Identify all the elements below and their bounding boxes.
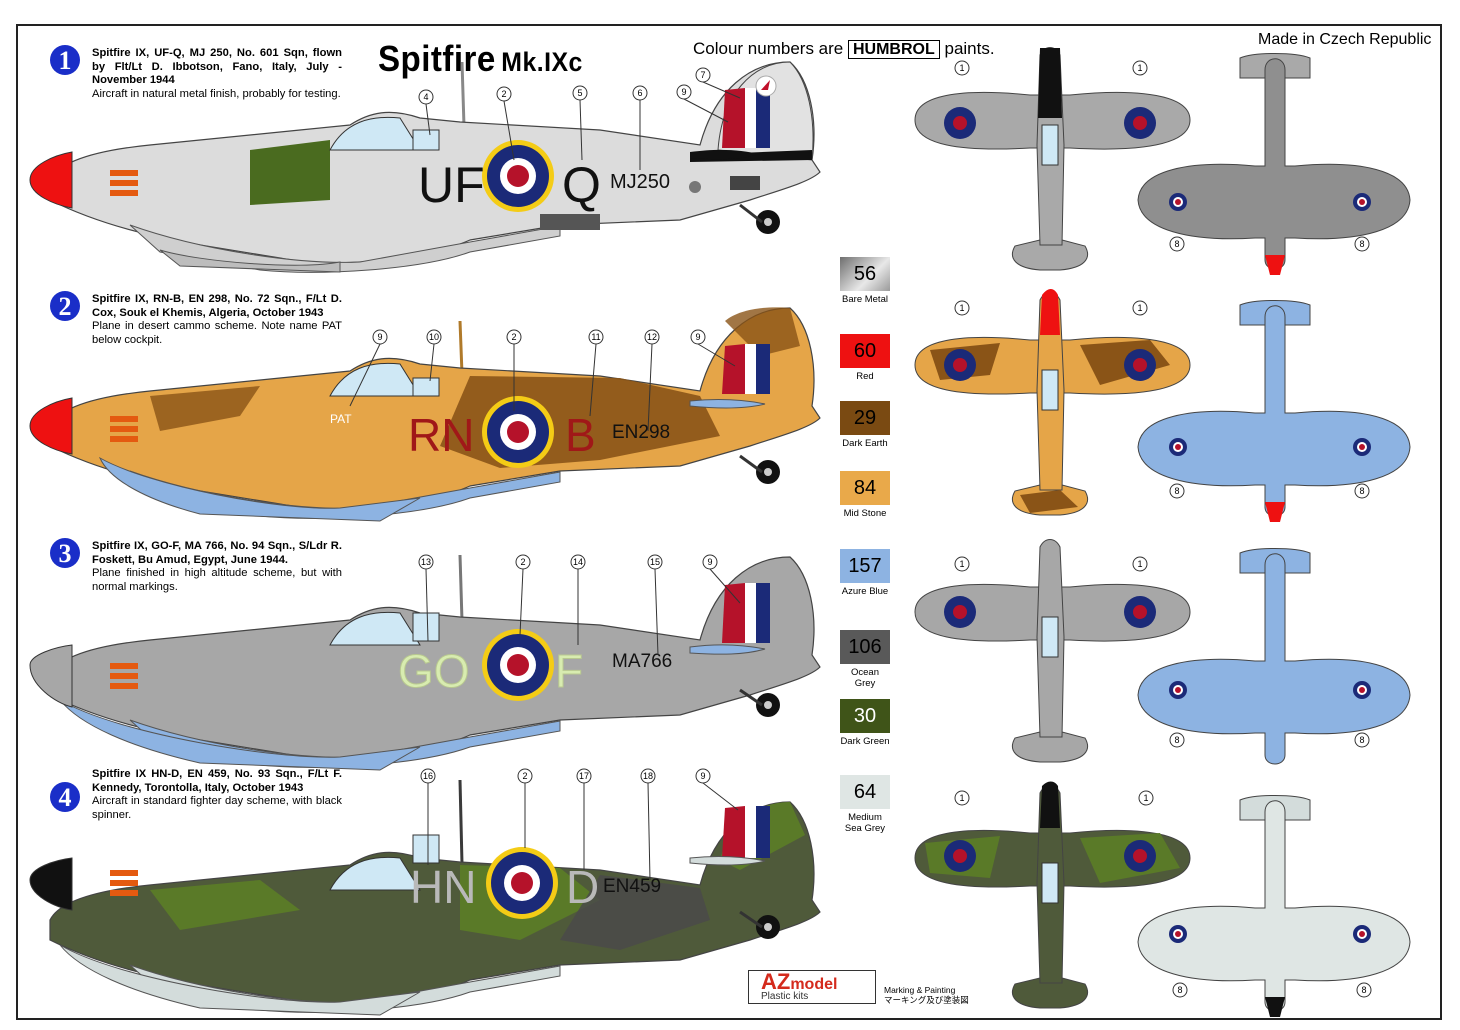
scheme-1-description: Spitfire IX, UF-Q, MJ 250, No. 601 Sqn, … (92, 47, 342, 100)
made-in-label: Made in Czech Republic (1258, 31, 1432, 48)
plan-top-4 (914, 781, 1191, 1009)
svg-text:12: 12 (647, 332, 657, 342)
plan-bottom-4 (1137, 795, 1411, 1017)
profile-1-code-left: UF (418, 157, 485, 213)
scheme-3-description: Spitfire IX, GO-F, MA 766, No. 94 Sqn., … (92, 540, 342, 593)
svg-text:1: 1 (1143, 793, 1148, 803)
svg-text:8: 8 (1359, 239, 1364, 249)
svg-text:10: 10 (429, 332, 439, 342)
svg-text:7: 7 (700, 70, 705, 80)
svg-text:2: 2 (522, 771, 527, 781)
svg-text:1: 1 (959, 63, 964, 73)
svg-text:14: 14 (573, 557, 583, 567)
svg-text:9: 9 (681, 87, 686, 97)
profile-1: UF Q MJ250 4 2 5 6 7 9 (29, 61, 821, 273)
profile-3-serial: MA766 (612, 651, 672, 672)
svg-text:9: 9 (707, 557, 712, 567)
plan-top-1 (914, 47, 1191, 271)
profile-2-code-right: B (565, 409, 596, 461)
plan-top-2 (914, 289, 1191, 516)
svg-text:11: 11 (591, 332, 600, 342)
svg-text:5: 5 (577, 88, 582, 98)
svg-text:2: 2 (511, 332, 516, 342)
plan-bottom-1 (1137, 53, 1411, 275)
svg-text:16: 16 (423, 771, 433, 781)
svg-text:13: 13 (421, 557, 431, 567)
profile-2-code-left: RN (408, 409, 474, 461)
svg-text:4: 4 (423, 92, 428, 102)
svg-text:8: 8 (1174, 486, 1179, 496)
scheme-2-description: Spitfire IX, RN-B, EN 298, No. 72 Sqn., … (92, 293, 342, 346)
profile-4-serial: EN459 (603, 876, 661, 897)
colour-note: Colour numbers are HUMBROL paints. (693, 39, 995, 59)
profile-3-code-right: F (555, 645, 583, 697)
svg-text:2: 2 (501, 89, 506, 99)
profile-3: GO F MA766 13 2 14 15 9 (29, 554, 821, 771)
profile-3-code-left: GO (398, 645, 470, 697)
svg-text:8: 8 (1174, 239, 1179, 249)
svg-text:6: 6 (637, 88, 642, 98)
svg-text:9: 9 (700, 771, 705, 781)
svg-text:2: 2 (520, 557, 525, 567)
profile-1-serial: MJ250 (610, 171, 670, 193)
plan-bottom-3 (1137, 548, 1411, 765)
profile-2-serial: EN298 (612, 422, 670, 443)
svg-text:1: 1 (1137, 303, 1142, 313)
svg-text:1: 1 (959, 559, 964, 569)
svg-text:9: 9 (695, 332, 700, 342)
svg-text:1: 1 (1137, 559, 1142, 569)
profile-1-code-right: Q (562, 157, 601, 213)
svg-text:8: 8 (1359, 486, 1364, 496)
profile-4-code-right: D (566, 861, 599, 913)
svg-text:17: 17 (579, 771, 589, 781)
svg-text:18: 18 (643, 771, 653, 781)
scheme-1-badge: 1 (50, 45, 80, 75)
scheme-2-badge: 2 (50, 291, 80, 321)
profile-2-name-pat: PAT (330, 412, 352, 426)
profile-4: HN D EN459 16 2 17 18 9 (29, 768, 821, 1016)
svg-text:1: 1 (1137, 63, 1142, 73)
svg-text:9: 9 (377, 332, 382, 342)
svg-text:8: 8 (1359, 735, 1364, 745)
humbrol-label: HUMBROL (847, 40, 940, 59)
profile-4-code-left: HN (410, 861, 476, 913)
plan-bottom-2 (1137, 300, 1411, 522)
svg-text:8: 8 (1361, 985, 1366, 995)
plan-top-3 (914, 539, 1191, 763)
profile-2: RN B EN298 PAT 9 10 2 11 12 9 (29, 307, 821, 522)
scheme-3-badge: 3 (50, 538, 80, 568)
scheme-4-badge: 4 (50, 782, 80, 812)
svg-text:15: 15 (650, 557, 660, 567)
svg-text:1: 1 (959, 793, 964, 803)
svg-text:8: 8 (1177, 985, 1182, 995)
scheme-4-description: Spitfire IX HN-D, EN 459, No. 93 Sqn., F… (92, 768, 342, 821)
svg-text:8: 8 (1174, 735, 1179, 745)
svg-text:1: 1 (959, 303, 964, 313)
azmodel-logo: AZmodel Plastic kits (748, 969, 876, 1004)
